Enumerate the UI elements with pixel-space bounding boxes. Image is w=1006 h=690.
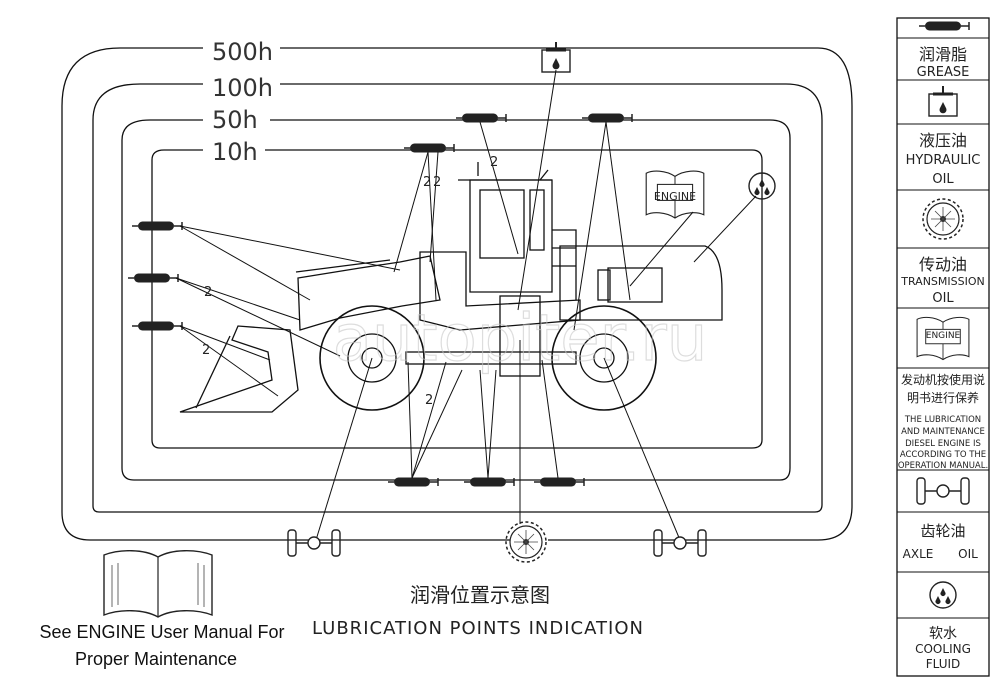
- legend-hydraulic-en2: OIL: [932, 172, 954, 187]
- count-label: 2: [433, 175, 441, 190]
- engine-book-icon: [645, 170, 705, 219]
- legend-engine-en3: DIESEL ENGINE IS: [905, 439, 981, 449]
- interval-label-500h: 500h: [212, 38, 273, 66]
- legend-engine-en5: OPERATION MANUAL.: [898, 461, 988, 471]
- legend-grease-cn: 润滑脂: [919, 45, 967, 64]
- legend-cooling-en1: COOLING: [915, 642, 971, 656]
- transmission-oil-icon-bottom: [505, 521, 547, 563]
- count-label: 2: [204, 285, 212, 300]
- engine-legend-icon: [916, 316, 970, 361]
- hydraulic-oil-icon-top: [540, 40, 572, 74]
- legend-axle-en1: AXLE: [903, 547, 934, 561]
- engine-label: ENGINE: [654, 190, 696, 203]
- grease-icon: [387, 476, 439, 488]
- grease-icon: [403, 142, 455, 154]
- interval-label-10h: 10h: [212, 138, 258, 166]
- legend-grease-en: GREASE: [917, 65, 970, 80]
- legend-hydraulic-en1: HYDRAULIC: [906, 153, 981, 168]
- legend-cooling-cn: 软水: [929, 626, 957, 642]
- legend-engine-label: ENGINE: [926, 331, 961, 341]
- count-label: 2: [425, 393, 433, 408]
- count-label: 2: [423, 175, 431, 190]
- grease-icon: [463, 476, 515, 488]
- note-line-1: See ENGINE User Manual For: [39, 622, 284, 642]
- legend-transmission-en2: OIL: [932, 291, 954, 306]
- title-english: LUBRICATION POINTS INDICATION: [312, 618, 644, 639]
- legend-axle-cn: 齿轮油: [920, 522, 965, 540]
- legend-engine-en2: AND MAINTENANCE: [901, 427, 985, 437]
- interval-frames: [61, 47, 853, 541]
- grease-icon: [581, 112, 633, 124]
- count-label: 2: [202, 343, 210, 358]
- grease-icon: [131, 320, 183, 332]
- legend-engine-en1: THE LUBRICATION: [904, 415, 981, 425]
- axle-oil-icon-left: [287, 529, 341, 557]
- watermark: autopiter.ru: [333, 302, 708, 376]
- grease-icon: [131, 220, 183, 232]
- legend-cooling-en2: FLUID: [926, 657, 961, 671]
- leader-lines: [175, 69, 757, 541]
- legend-engine-cn2: 明书进行保养: [907, 390, 979, 405]
- legend-engine-cn1: 发动机按使用说: [901, 372, 985, 387]
- legend-transmission-cn: 传动油: [919, 255, 967, 274]
- legend-engine-en4: ACCORDING TO THE: [900, 450, 986, 460]
- legend-axle-en2: OIL: [958, 547, 978, 561]
- axle-oil-icon-right: [653, 529, 707, 557]
- note-line-2: Proper Maintenance: [75, 649, 237, 669]
- grease-icon: [127, 272, 179, 284]
- interval-label-100h: 100h: [212, 74, 273, 102]
- interval-label-50h: 50h: [212, 106, 258, 134]
- legend-hydraulic-cn: 液压油: [919, 131, 967, 150]
- engine-manual-book-icon: [103, 550, 213, 618]
- grease-icon: [455, 112, 507, 124]
- count-label: 2: [490, 155, 498, 170]
- legend-transmission-en1: TRANSMISSION: [900, 275, 984, 288]
- grease-markers: [127, 112, 633, 488]
- title-chinese: 润滑位置示意图: [410, 583, 550, 607]
- grease-icon: [533, 476, 585, 488]
- legend-panel: 润滑脂 GREASE 液压油 HYDRAULIC OIL 传动油 TRANSMI…: [896, 17, 990, 677]
